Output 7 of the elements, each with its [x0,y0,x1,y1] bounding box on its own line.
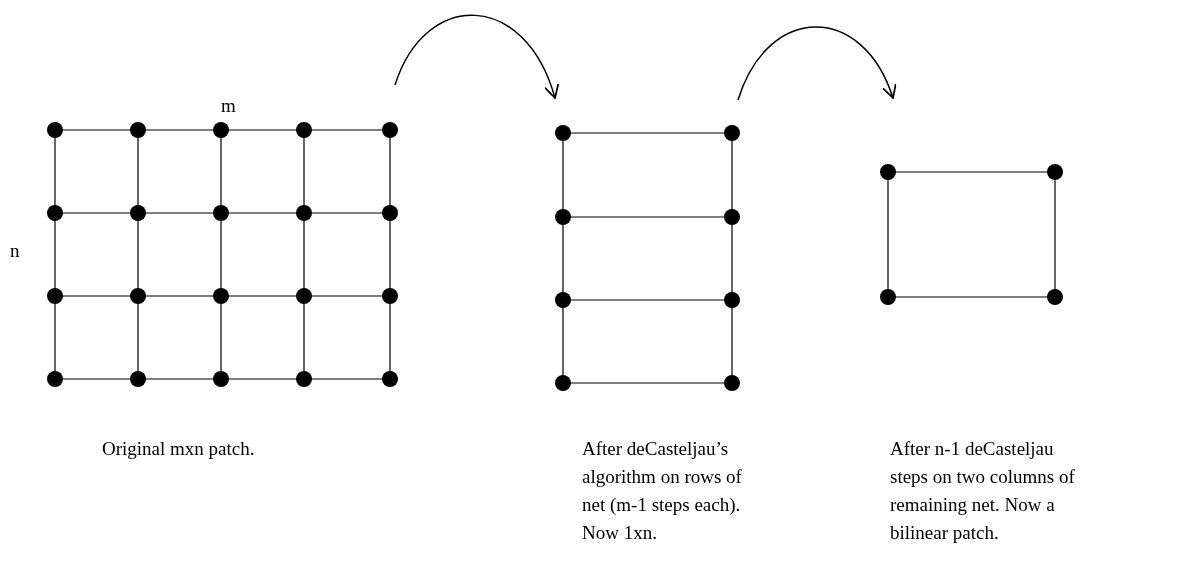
dimension-label: n [10,240,20,262]
caption: After deCasteljau’s algorithm on rows of net (m-1 steps each). Now 1xn. [582,437,743,545]
caption: After n-1 deCasteljau steps on two columns of remaining net. Now a bilinear patch. [890,437,1076,545]
curved-arrow [394,14,559,99]
curved-arrow [737,26,896,101]
dimension-label: m [221,95,236,117]
caption: Original mxn patch. [102,437,256,461]
